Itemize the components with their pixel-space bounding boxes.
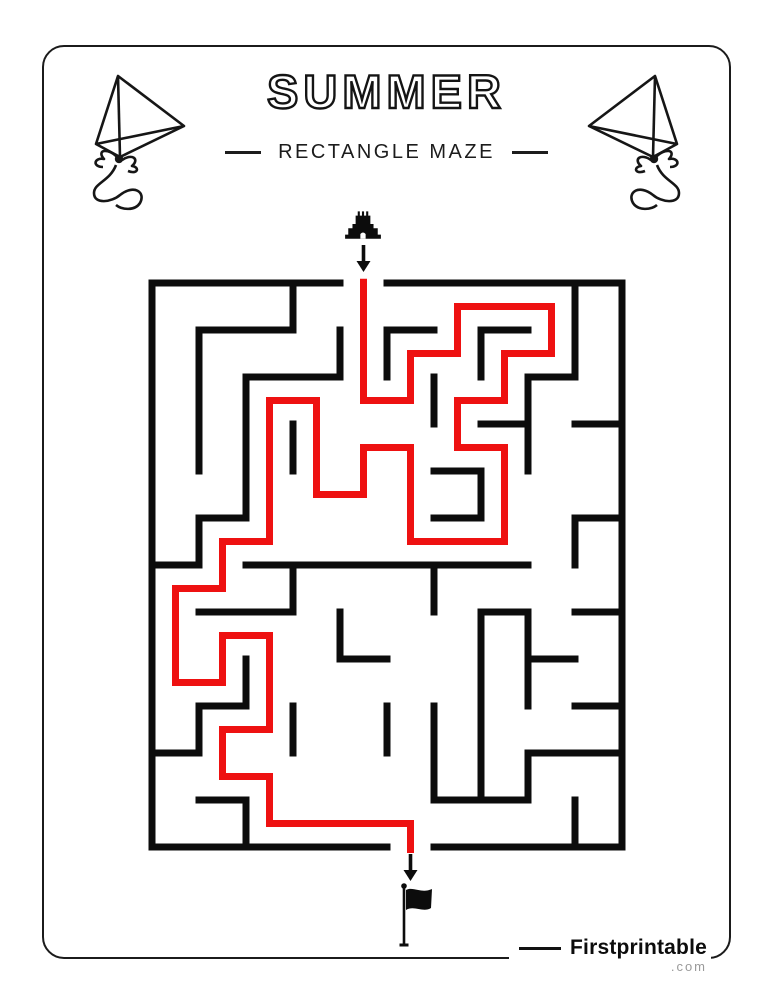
page-title: SUMMER — [266, 64, 506, 119]
brand-suffix: .com — [670, 959, 707, 974]
finish-flag-icon — [396, 880, 438, 950]
page-subtitle: RECTANGLE MAZE — [278, 141, 495, 163]
brand-name: Firstprintable — [570, 936, 707, 959]
kite-icon-right — [563, 58, 691, 220]
page-border — [42, 45, 731, 959]
branding: Firstprintable .com — [509, 936, 711, 974]
maze-svg — [148, 278, 626, 853]
end-arrow-icon — [402, 853, 419, 882]
subtitle-row: RECTANGLE MAZE — [0, 141, 773, 164]
kite-icon-left — [82, 58, 210, 220]
sandcastle-icon — [343, 206, 383, 240]
subtitle-dash-left — [225, 151, 262, 154]
start-arrow-icon — [355, 244, 372, 273]
subtitle-dash-right — [511, 151, 548, 154]
brand-dash — [519, 946, 562, 950]
